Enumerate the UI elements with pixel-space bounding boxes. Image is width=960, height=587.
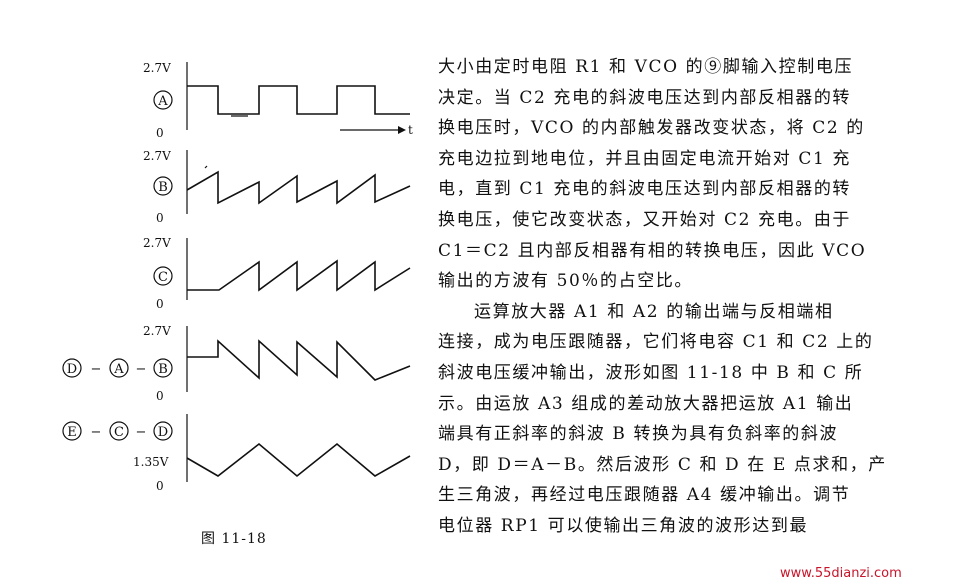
expr-e-circle-2 [109, 421, 129, 441]
waveform-figure: 2.7V 0 A t 2.7V 0 B 2.7V 0 C 2.7V 0 D − [62, 61, 413, 493]
expr-e-term-1: E [67, 425, 77, 440]
expr-d-term-2: A [113, 362, 124, 377]
expr-e-operator-1: − [91, 425, 102, 440]
panel-a-circle [153, 90, 173, 110]
expr-d-term-1: D [67, 362, 77, 377]
site-watermark: www.55dianzi.com [780, 566, 902, 581]
expr-e-circle-3 [153, 421, 173, 441]
panel-a-zero-label: 0 [156, 126, 164, 140]
panel-d-top-value: 2.7V [143, 324, 171, 338]
expr-e-term-2: C [114, 425, 124, 440]
panel-d-zero-label: 0 [156, 389, 164, 403]
text-line: 输出的方波有 50％的占空比。 [438, 271, 694, 292]
panel-a: 2.7V 0 A t [143, 61, 413, 140]
text-line: 电位器 RP1 可以使输出三角波的波形达到最 [438, 515, 809, 536]
waveform-d-negative-ramp [187, 339, 411, 381]
expr-d-operator-1: − [91, 362, 102, 377]
text-line: D，即 D＝A－B。然后波形 C 和 D 在 E 点求和，产 [438, 454, 887, 475]
time-axis-arrowhead [398, 126, 406, 134]
text-line: 充电边拉到地电位，并且由固定电流开始对 C1 充 [438, 148, 852, 169]
figure-caption: 图 11-18 [201, 531, 267, 547]
text-line: 示。由运放 A3 组成的差动放大器把运放 A1 输出 [438, 393, 854, 414]
panel-b-tick-mark [204, 165, 208, 169]
text-line: 连接，成为电压跟随器，它们将电容 C1 和 C2 上的 [438, 332, 874, 353]
panel-c: 2.7V 0 C [143, 236, 411, 311]
text-line: 端具有正斜率的斜波 B 转换为具有负斜率的斜波 [438, 424, 839, 445]
panel-e-zero-label: 0 [156, 479, 164, 493]
text-line: 运算放大器 A1 和 A2 的输出端与反相端相 [474, 301, 834, 322]
expr-e-circle-1 [62, 421, 82, 441]
panel-b-zero-label: 0 [156, 211, 164, 225]
panel-c-top-value: 2.7V [143, 236, 171, 250]
panel-a-top-value: 2.7V [143, 61, 171, 75]
panel-c-zero-label: 0 [156, 297, 164, 311]
panel-c-circle-label: C [158, 270, 168, 285]
waveform-e-triangle [186, 442, 411, 478]
panel-b-top-value: 2.7V [143, 149, 171, 163]
panel-b: 2.7V 0 B [143, 149, 411, 225]
expr-d-operator-2: − [136, 362, 147, 377]
text-line: 换电压，使它改变状态，又开始对 C2 充电。由于 [438, 209, 852, 230]
panel-b-circle-label: B [158, 180, 168, 195]
panel-e: 1.35V 0 E − C − D [62, 414, 411, 493]
expr-d-circle-1 [62, 358, 82, 378]
panel-e-mid-value: 1.35V [133, 455, 169, 469]
panel-c-circle [153, 266, 173, 286]
text-line: 电，直到 C1 充电的斜波电压达到内部反相器的转 [438, 179, 852, 200]
panel-d: 2.7V 0 D − A − B [62, 324, 411, 403]
expr-e-operator-2: − [136, 425, 147, 440]
waveform-c-ramp [187, 259, 411, 292]
time-axis-label: t [408, 123, 413, 137]
expr-d-circle-2 [109, 358, 129, 378]
expr-d-circle-3 [153, 358, 173, 378]
expr-e-term-3: D [158, 425, 168, 440]
text-line: C1＝C2 且内部反相器有相的转换电压，因此 VCO [438, 240, 867, 261]
text-line: 大小由定时电阻 R1 和 VCO 的⑨脚输入控制电压 [438, 57, 854, 77]
text-line: 生三角波，再经过电压跟随器 A4 缓冲输出。调节 [438, 485, 851, 506]
waveform-a-square [187, 85, 410, 115]
expr-d-term-3: B [158, 362, 168, 377]
text-line: 斜波电压缓冲输出，波形如图 11-18 中 B 和 C 所 [438, 362, 864, 383]
panel-b-circle [153, 176, 173, 196]
panel-a-circle-label: A [157, 94, 168, 109]
text-line: 决定。当 C2 充电的斜波电压达到内部反相器的转 [438, 87, 852, 108]
waveform-b-ramp [186, 170, 411, 205]
body-text: 大小由定时电阻 R1 和 VCO 的⑨脚输入控制电压 决定。当 C2 充电的斜波… [438, 52, 908, 542]
text-line: 换电压时，VCO 的内部触发器改变状态，将 C2 的 [438, 118, 865, 139]
